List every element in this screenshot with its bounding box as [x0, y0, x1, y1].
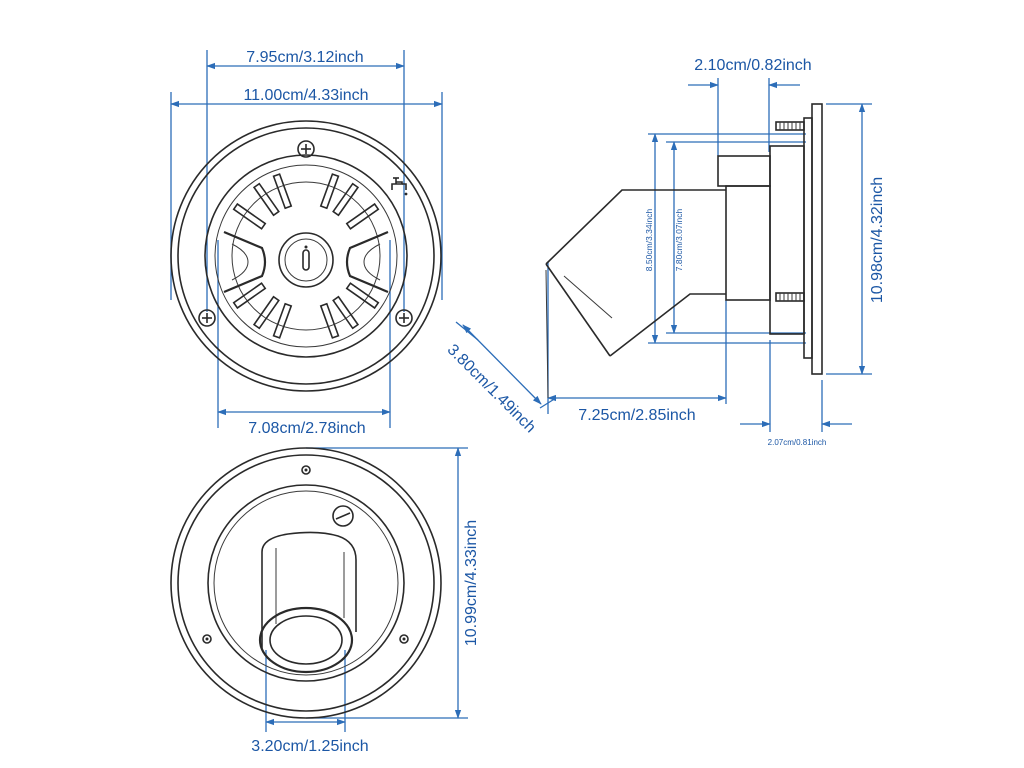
cup-diameter-label: 7.08cm/2.78inch — [248, 420, 365, 437]
stud-top — [775, 121, 805, 131]
stem-width-label: 2.10cm/0.82inch — [694, 57, 811, 74]
side-view-dimensions: 2.10cm/0.82inch 10.98cm/4.32inch 8.50cm/… — [444, 57, 886, 447]
faucet-icon — [391, 177, 408, 196]
bottom-view-dimensions: 10.99cm/4.33inch 3.20cm/1.25inch — [251, 447, 480, 755]
inner-rim-width-label: 7.95cm/3.12inch — [246, 49, 363, 66]
screw-icon-right — [395, 309, 413, 327]
bottom-view: 10.99cm/4.33inch 3.20cm/1.25inch — [170, 447, 480, 755]
stud-bottom — [775, 292, 805, 302]
side-view-body — [545, 103, 823, 399]
inlet-diameter-label: 3.20cm/1.25inch — [251, 738, 368, 755]
rib-slot — [345, 202, 380, 230]
body-height-outer-label: 8.50cm/3.34inch — [644, 209, 654, 272]
outer-diameter-label: 11.00cm/4.33inch — [243, 87, 368, 104]
bottom-outer-diameter-label: 10.99cm/4.33inch — [463, 520, 480, 646]
rib-slots — [232, 173, 380, 339]
top-view-dimensions: 7.95cm/3.12inch 11.00cm/4.33inch 7.08cm/… — [170, 49, 443, 437]
rib-slot — [232, 202, 267, 230]
inlet-pipe — [258, 531, 357, 674]
plug-icon — [332, 505, 354, 527]
rib-slot — [252, 182, 280, 217]
bottom-view-body — [170, 447, 442, 719]
depth-label: 7.25cm/2.85inch — [578, 407, 695, 424]
rib-slot — [272, 173, 293, 210]
flange-depth-label: 2.07cm/0.81inch — [768, 438, 827, 447]
spout-width-label: 3.80cm/1.49inch — [444, 341, 539, 436]
rib-slot — [332, 182, 360, 217]
rib-slot — [332, 295, 360, 330]
screw-icon-left — [198, 309, 216, 327]
top-view: 7.95cm/3.12inch 11.00cm/4.33inch 7.08cm/… — [170, 49, 443, 437]
rib-slot — [345, 282, 380, 310]
rib-slot — [319, 173, 340, 210]
body-height-inner-label: 7.80cm/3.07inch — [674, 209, 684, 272]
screw-icon-top — [297, 140, 315, 158]
rib-slot — [252, 295, 280, 330]
total-height-label: 10.98cm/4.32inch — [869, 177, 886, 303]
top-view-body — [170, 120, 442, 392]
rib-slot — [272, 302, 293, 339]
side-view: 2.10cm/0.82inch 10.98cm/4.32inch 8.50cm/… — [444, 57, 886, 447]
rib-slot — [232, 282, 267, 310]
rib-slot — [319, 302, 340, 339]
